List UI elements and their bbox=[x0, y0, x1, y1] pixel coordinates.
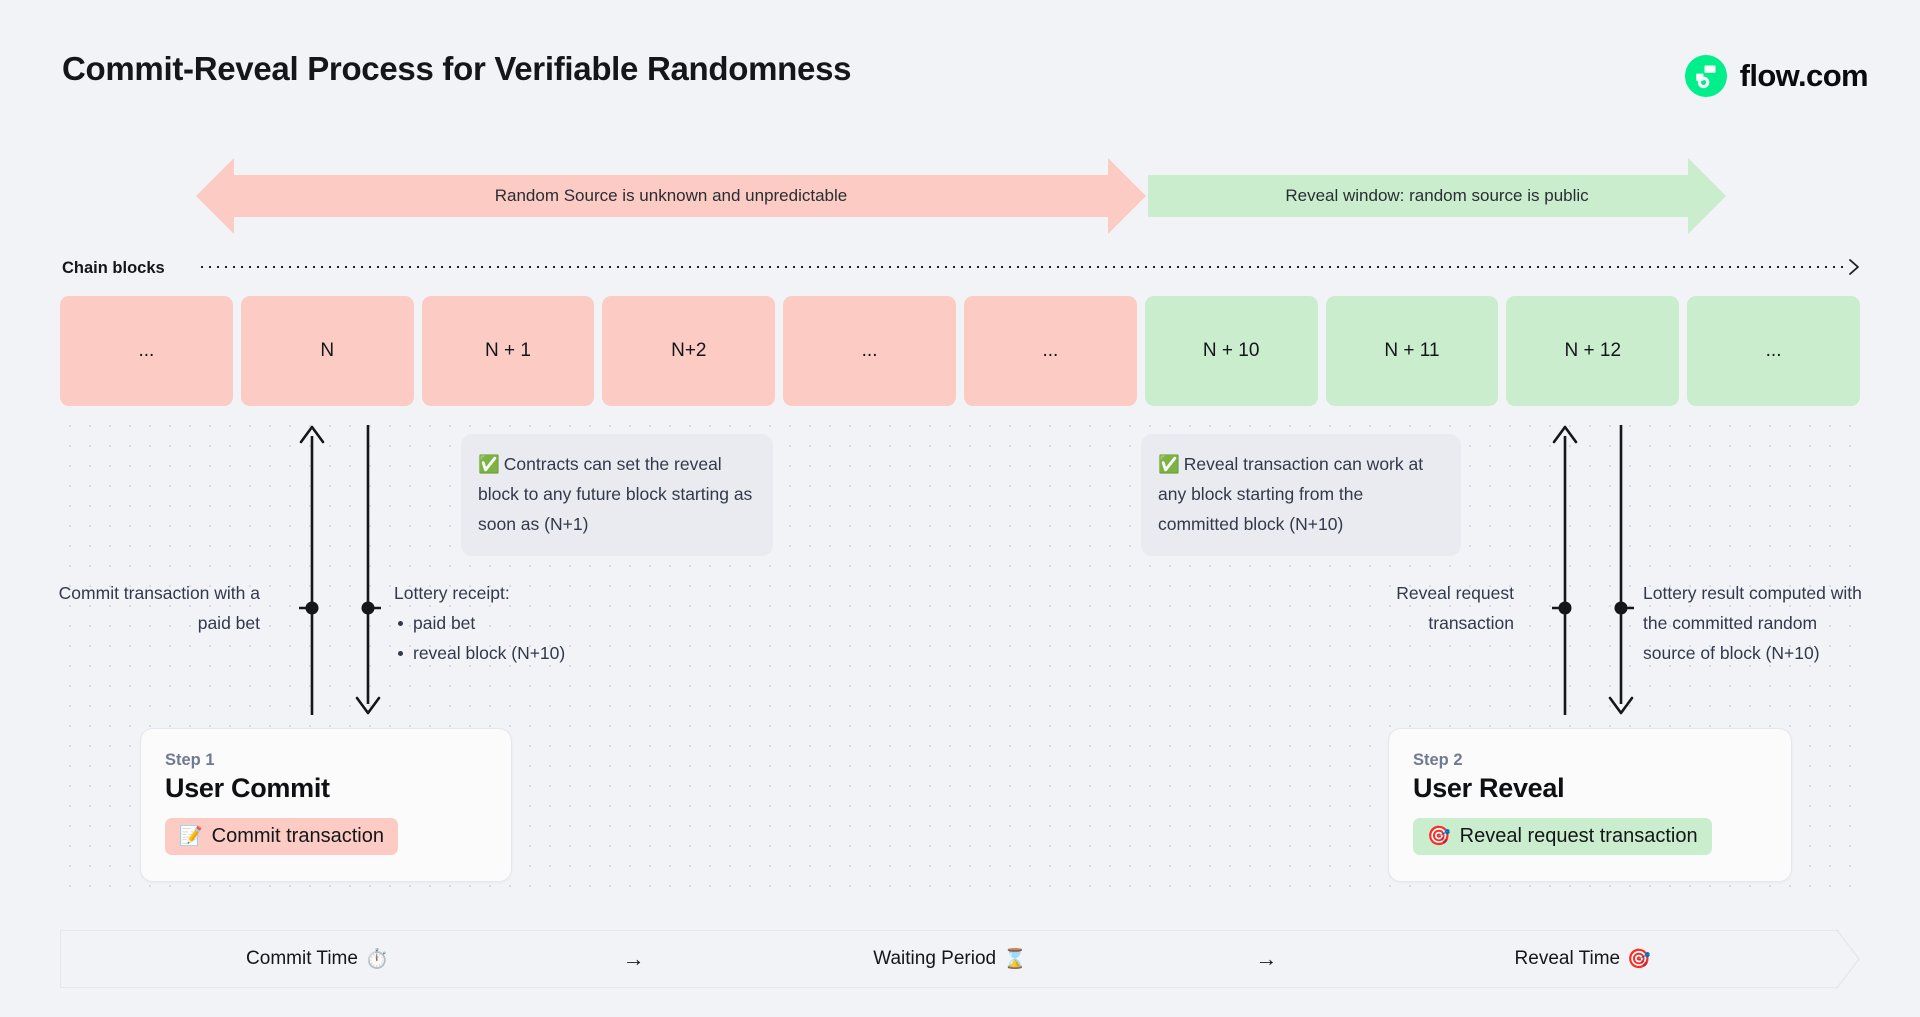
timeline-phase-label: Waiting Period bbox=[873, 948, 997, 969]
timeline-phase-waiting: Waiting Period ⌛ bbox=[694, 947, 1207, 971]
step-card-user-commit[interactable]: Step 1 User Commit 📝 Commit transaction bbox=[140, 728, 512, 882]
brand-logo: flow.com bbox=[1684, 55, 1869, 97]
timeline-arrow-icon: → bbox=[622, 946, 645, 971]
chain-block[interactable]: ... bbox=[963, 296, 1137, 406]
chain-axis-line bbox=[198, 266, 1846, 268]
step-kicker: Step 2 bbox=[1413, 751, 1463, 769]
timeline-body: Commit Time ⏱️ → Waiting Period ⌛ → Reve… bbox=[60, 930, 1839, 988]
reveal-request-transaction-pill[interactable]: 🎯 Reveal request transaction bbox=[1413, 818, 1712, 855]
step-title: User Commit bbox=[165, 773, 330, 803]
callout-contracts-reveal-block: ✅Contracts can set the reveal block to a… bbox=[461, 434, 773, 556]
callout-reveal-transaction-window: ✅Reveal transaction can work at any bloc… bbox=[1141, 434, 1461, 556]
receipt-connector-down-arrow bbox=[355, 425, 381, 715]
chain-block[interactable]: ... bbox=[783, 296, 956, 406]
callout-text: Contracts can set the reveal block to an… bbox=[478, 454, 753, 534]
banner-unknown-phase: Random Source is unknown and unpredictab… bbox=[196, 158, 1146, 234]
chain-block[interactable]: N + 1 bbox=[421, 296, 595, 406]
callout-text: Reveal transaction can work at any block… bbox=[1158, 454, 1424, 534]
page-title: Commit-Reveal Process for Verifiable Ran… bbox=[62, 50, 852, 87]
banner-reveal-phase: Reveal window: random source is public bbox=[1148, 158, 1726, 234]
target-icon: 🎯 bbox=[1627, 949, 1651, 970]
pill-label: Reveal request transaction bbox=[1459, 825, 1698, 847]
chain-block[interactable]: N + 12 bbox=[1506, 296, 1680, 406]
chain-blocks-label: Chain blocks bbox=[62, 259, 165, 277]
brand-name: flow.com bbox=[1739, 58, 1869, 93]
step-card-user-reveal[interactable]: Step 2 User Reveal 🎯 Reveal request tran… bbox=[1388, 728, 1792, 882]
check-mark-icon: ✅ bbox=[478, 454, 500, 474]
banner-unknown-label: Random Source is unknown and unpredictab… bbox=[494, 186, 848, 205]
reveal-connector-up-arrow bbox=[1552, 425, 1578, 715]
banner-reveal-label: Reveal window: random source is public bbox=[1285, 186, 1589, 205]
timeline-phase-label: Reveal Time bbox=[1514, 948, 1621, 969]
annotation-reveal-request: Reveal request transaction bbox=[1396, 583, 1514, 633]
commit-transaction-pill[interactable]: 📝 Commit transaction bbox=[165, 818, 398, 855]
chevron-right-arrow-icon bbox=[1846, 258, 1864, 281]
chain-block[interactable]: ... bbox=[60, 296, 233, 406]
annotation-lottery-result: Lottery result computed with the committ… bbox=[1643, 583, 1862, 663]
stopwatch-icon: ⏱️ bbox=[364, 949, 389, 970]
memo-icon: 📝 bbox=[179, 826, 203, 847]
target-icon: 🎯 bbox=[1427, 826, 1451, 847]
chain-block[interactable]: N + 11 bbox=[1325, 296, 1499, 406]
chain-block[interactable]: N+2 bbox=[602, 296, 776, 406]
phase-timeline: Commit Time ⏱️ → Waiting Period ⌛ → Reve… bbox=[60, 929, 1860, 989]
hourglass-icon: ⌛ bbox=[1003, 949, 1027, 970]
phase-banner-row: Random Source is unknown and unpredictab… bbox=[196, 158, 1726, 234]
lottery-receipt-list: paid bet reveal block (N+10) bbox=[394, 608, 664, 668]
list-item: paid bet bbox=[394, 608, 664, 638]
chain-axis bbox=[198, 258, 1864, 276]
chain-block[interactable]: ... bbox=[1687, 296, 1860, 406]
chain-block[interactable]: N bbox=[240, 296, 414, 406]
timeline-phase-label: Commit Time bbox=[246, 948, 358, 969]
timeline-arrow-icon: → bbox=[1255, 946, 1278, 971]
timeline-phase-reveal: Reveal Time 🎯 bbox=[1326, 947, 1839, 971]
commit-connector-up-arrow bbox=[299, 425, 325, 715]
annotation-lottery-receipt: Lottery receipt: paid bet reveal block (… bbox=[394, 578, 664, 668]
flow-logo-icon bbox=[1684, 55, 1727, 97]
list-item: reveal block (N+10) bbox=[394, 638, 664, 668]
check-mark-icon: ✅ bbox=[1158, 454, 1180, 474]
step-title: User Reveal bbox=[1413, 773, 1565, 803]
result-connector-down-arrow bbox=[1608, 425, 1634, 715]
lottery-receipt-title: Lottery receipt: bbox=[394, 583, 510, 603]
chain-block[interactable]: N + 10 bbox=[1144, 296, 1318, 406]
annotation-commit-transaction: Commit transaction with a paid bet bbox=[58, 583, 260, 633]
step-kicker: Step 1 bbox=[165, 751, 215, 769]
chain-block-track: ... N N + 1 N+2 ... ... N + 10 N + 11 N … bbox=[60, 296, 1860, 406]
pill-label: Commit transaction bbox=[211, 825, 384, 847]
timeline-arrow-tip bbox=[1836, 929, 1860, 989]
timeline-phase-commit: Commit Time ⏱️ bbox=[61, 947, 574, 971]
